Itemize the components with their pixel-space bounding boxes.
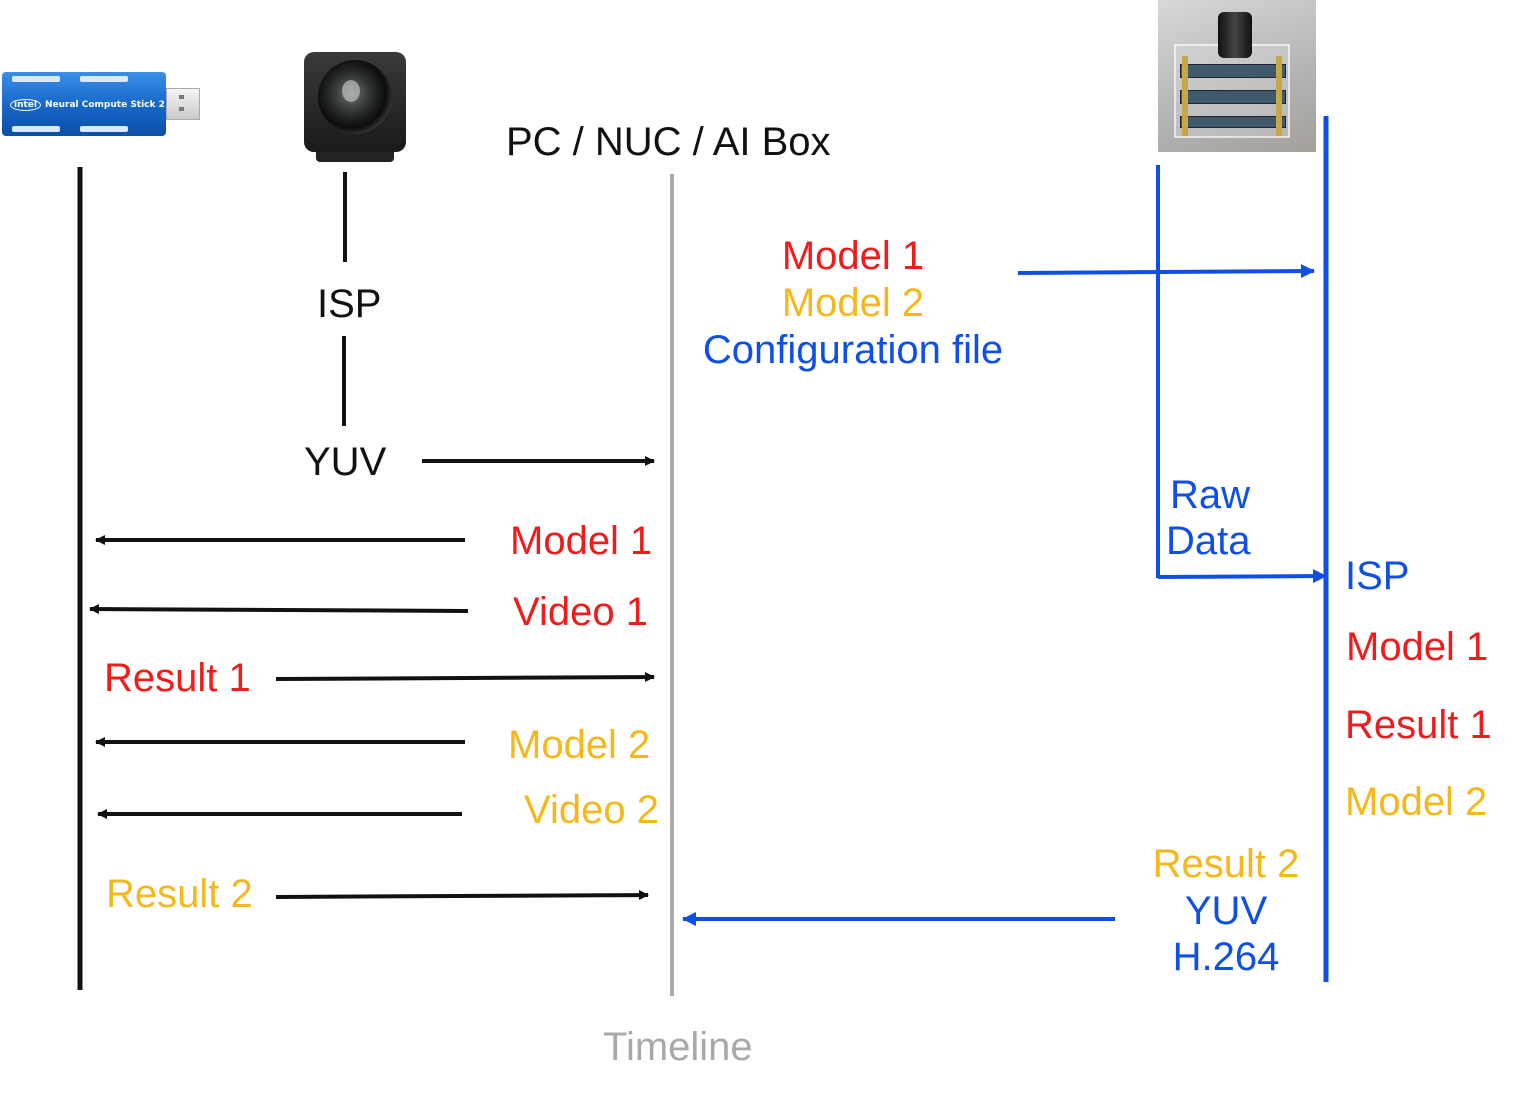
ncs-model2-label: Model 2	[508, 723, 651, 767]
board-result1-step: Result 1	[1345, 703, 1492, 747]
board-camera-lens	[1218, 12, 1252, 58]
ncs-model1-label: Model 1	[510, 519, 653, 563]
camera-yuv-label: YUV	[304, 440, 387, 484]
config-file-label: Configuration file	[702, 328, 1004, 372]
timeline-label: Timeline	[603, 1025, 753, 1069]
data-label: Data	[1166, 519, 1251, 563]
intel-logo: intel	[10, 99, 41, 111]
standoff	[1276, 56, 1282, 136]
board-model2-step: Model 2	[1345, 780, 1488, 824]
host-title: PC / NUC / AI Box	[506, 120, 831, 164]
ncs-vent	[80, 126, 128, 132]
config-arrow	[1017, 264, 1315, 279]
standoff	[1182, 56, 1188, 136]
board-layer	[1180, 90, 1286, 104]
board-model2-label: Model 2	[781, 281, 925, 325]
ncs-video2-label: Video 2	[524, 788, 659, 832]
board-layer	[1180, 64, 1286, 78]
ncs-label: Neural Compute Stick 2	[44, 100, 165, 110]
board-isp-label: ISP	[1345, 554, 1410, 598]
ncs-result2-label: Result 2	[106, 872, 253, 916]
result2-arrow	[275, 890, 649, 901]
raw-label: Raw	[1170, 473, 1251, 517]
out-yuv-label: YUV	[1184, 889, 1268, 933]
ncs-vent	[80, 76, 128, 82]
out-h264-label: H.264	[1172, 935, 1280, 979]
ncs-vent	[12, 126, 60, 132]
ncs-result1-label: Result 1	[104, 656, 251, 700]
camera-module-image	[304, 52, 406, 164]
dev-board-photo	[1158, 0, 1316, 152]
board-layer	[1180, 116, 1286, 128]
raw-data-arrow	[1157, 569, 1327, 584]
ncs-video1-label: Video 1	[513, 590, 648, 634]
video1-arrow	[89, 604, 469, 615]
board-model1-step: Model 1	[1346, 625, 1489, 669]
out-result2-label: Result 2	[1152, 842, 1300, 886]
result1-arrow	[275, 672, 655, 683]
ncs-vent	[12, 76, 60, 82]
camera-housing	[304, 52, 406, 152]
board-model1-label: Model 1	[781, 234, 925, 278]
usb-connector	[166, 88, 200, 120]
lens-glint	[342, 80, 360, 102]
camera-isp-label: ISP	[317, 282, 382, 326]
